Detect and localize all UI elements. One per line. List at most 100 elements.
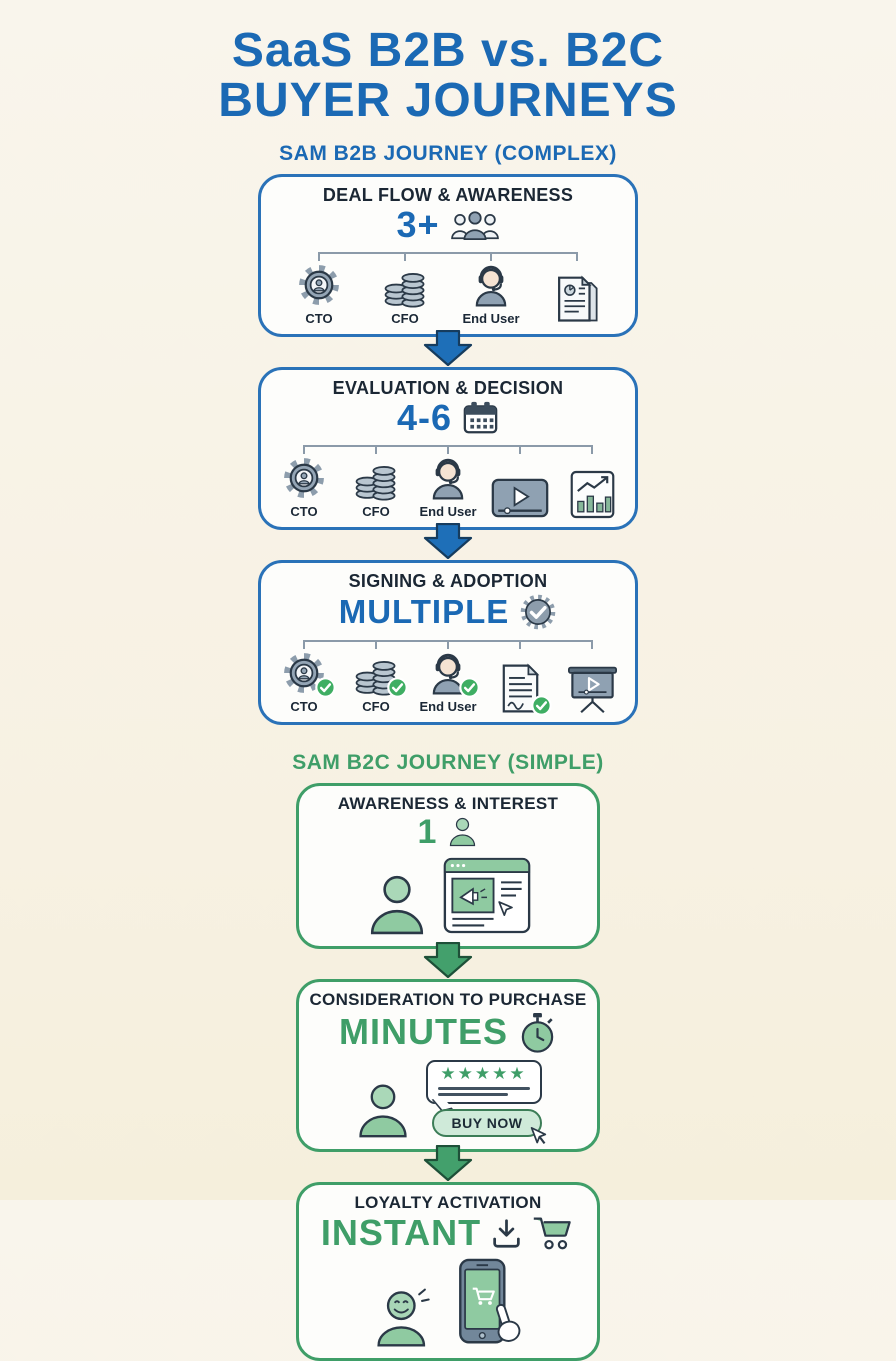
stakeholder-cto: CTO xyxy=(274,455,334,519)
buy-now-button: BUY NOW xyxy=(431,1109,543,1138)
check-badge-icon xyxy=(387,677,408,698)
stakeholder-contract xyxy=(490,663,550,714)
cart-icon xyxy=(532,1214,575,1252)
stakeholder-onboarding xyxy=(562,665,622,714)
review-text-line xyxy=(437,1087,530,1091)
page-title: SaaS B2B vs. B2C BUYER JOURNEYS xyxy=(218,24,678,128)
b2c-section-heading: SAM B2C JOURNEY (SIMPLE) xyxy=(292,750,604,774)
people-group-icon xyxy=(450,210,500,240)
stakeholder-label: CFO xyxy=(391,310,419,326)
stakeholder-analytics xyxy=(562,470,622,519)
stage-title: EVALUATION & DECISION xyxy=(332,377,564,398)
stage-title: DEAL FLOW & AWARENESS xyxy=(322,184,574,205)
stopwatch-icon xyxy=(518,1011,557,1054)
b2c-stage-loyalty: LOYALTY ACTIVATION INSTANT xyxy=(296,1182,600,1361)
connector-bracket xyxy=(318,251,578,261)
person-icon xyxy=(447,816,478,847)
down-arrow xyxy=(419,523,477,559)
stakeholder-label: End User xyxy=(419,503,477,519)
stakeholder-cfo: CFO xyxy=(346,455,406,519)
review-text-line xyxy=(437,1093,508,1097)
stage-value: 3+ xyxy=(396,203,440,245)
b2b-stage-evaluation: EVALUATION & DECISION 4-6 CTO CFO xyxy=(258,366,638,530)
page-title-line1: SaaS B2B vs. B2C xyxy=(231,24,665,77)
stakeholder-label: CFO xyxy=(362,503,390,519)
gear-person-icon xyxy=(296,262,342,308)
buy-now-wrap: BUY NOW xyxy=(431,1109,543,1138)
person-icon xyxy=(354,1081,412,1139)
stakeholder-row: CTO CFO End User xyxy=(274,650,622,714)
b2c-stage-consideration: CONSIDERATION TO PURCHASE MINUTES ★★★★★ … xyxy=(296,978,600,1153)
b2b-stage-deal-flow: DEAL FLOW & AWARENESS 3+ CTO CFO xyxy=(258,173,638,337)
stakeholder-end-user: End User xyxy=(418,650,478,714)
stage-value: MINUTES xyxy=(339,1011,508,1053)
phone-checkout-icon xyxy=(454,1258,524,1348)
stage-art: ★★★★★ BUY NOW xyxy=(354,1059,543,1139)
stakeholder-row: CTO CFO End User xyxy=(285,262,611,326)
stage-title: SIGNING & ADOPTION xyxy=(348,570,548,591)
down-arrow xyxy=(419,330,477,366)
review-bubble: ★★★★★ xyxy=(425,1059,542,1105)
b2c-journey-section: SAM B2C JOURNEY (SIMPLE) AWARENESS & INT… xyxy=(0,725,896,1361)
stage-value-row: 1 xyxy=(418,815,479,849)
stakeholder-end-user: End User xyxy=(418,455,478,519)
stakeholder-row: CTO CFO End User xyxy=(274,455,622,519)
down-arrow xyxy=(419,942,477,978)
stakeholder-demo-video xyxy=(490,477,550,519)
stage-value-row: MINUTES xyxy=(339,1011,557,1054)
stage-art xyxy=(372,1258,524,1348)
stage-value: 1 xyxy=(417,812,438,851)
b2b-stage-signing: SIGNING & ADOPTION MULTIPLE CTO CFO xyxy=(258,559,638,725)
stakeholder-label: CTO xyxy=(290,698,318,714)
documents-icon xyxy=(552,274,602,326)
stage-title: LOYALTY ACTIVATION xyxy=(354,1193,542,1213)
coins-stack-icon xyxy=(382,262,428,308)
person-icon xyxy=(365,872,429,936)
b2c-stage-awareness: AWARENESS & INTEREST 1 xyxy=(296,782,600,949)
connector-bracket xyxy=(303,639,593,649)
connector-bracket xyxy=(303,444,593,454)
coins-stack-icon xyxy=(353,455,399,501)
check-badge-icon xyxy=(459,677,480,698)
stage-value-row: 4-6 xyxy=(396,396,499,438)
video-player-icon xyxy=(491,477,549,519)
stage-value: INSTANT xyxy=(320,1212,482,1254)
stakeholder-documents xyxy=(543,274,611,326)
stage-value-row: INSTANT xyxy=(321,1214,575,1252)
check-badge-icon xyxy=(315,677,336,698)
stakeholder-label: End User xyxy=(419,698,477,714)
b2b-section-heading: SAM B2B JOURNEY (COMPLEX) xyxy=(279,141,617,165)
stakeholder-cfo: CFO xyxy=(371,262,439,326)
browser-ad-icon xyxy=(443,855,531,936)
download-icon xyxy=(491,1218,522,1249)
presentation-icon xyxy=(567,665,618,714)
check-badge-icon xyxy=(531,695,552,716)
calendar-icon xyxy=(462,400,499,435)
stage-value: 4-6 xyxy=(396,396,453,438)
stage-title: AWARENESS & INTEREST xyxy=(337,793,559,813)
star-rating: ★★★★★ xyxy=(440,1063,527,1083)
stakeholder-cto: CTO xyxy=(285,262,353,326)
page-title-line2: BUYER JOURNEYS xyxy=(218,74,678,128)
gear-person-icon xyxy=(281,455,327,501)
headset-person-icon xyxy=(425,455,471,501)
headset-person-icon xyxy=(468,262,514,308)
b2b-journey-section: SAM B2B JOURNEY (COMPLEX) DEAL FLOW & AW… xyxy=(0,127,896,725)
stakeholder-label: CFO xyxy=(362,698,390,714)
stage-value-row: MULTIPLE xyxy=(339,593,558,631)
stakeholder-label: End User xyxy=(462,310,520,326)
happy-person-icon xyxy=(372,1286,440,1348)
stakeholder-cto: CTO xyxy=(274,650,334,714)
stakeholder-end-user: End User xyxy=(457,262,525,326)
down-arrow xyxy=(419,1145,477,1181)
stage-value: MULTIPLE xyxy=(338,593,510,631)
stage-value-row: 3+ xyxy=(396,203,500,245)
stakeholder-label: CTO xyxy=(305,310,333,326)
stakeholder-cfo: CFO xyxy=(346,650,406,714)
badge-check-icon xyxy=(519,593,557,631)
cursor-icon xyxy=(529,1126,548,1147)
stage-title: CONSIDERATION TO PURCHASE xyxy=(309,989,587,1009)
stakeholder-label: CTO xyxy=(290,503,318,519)
stage-art xyxy=(365,855,531,936)
